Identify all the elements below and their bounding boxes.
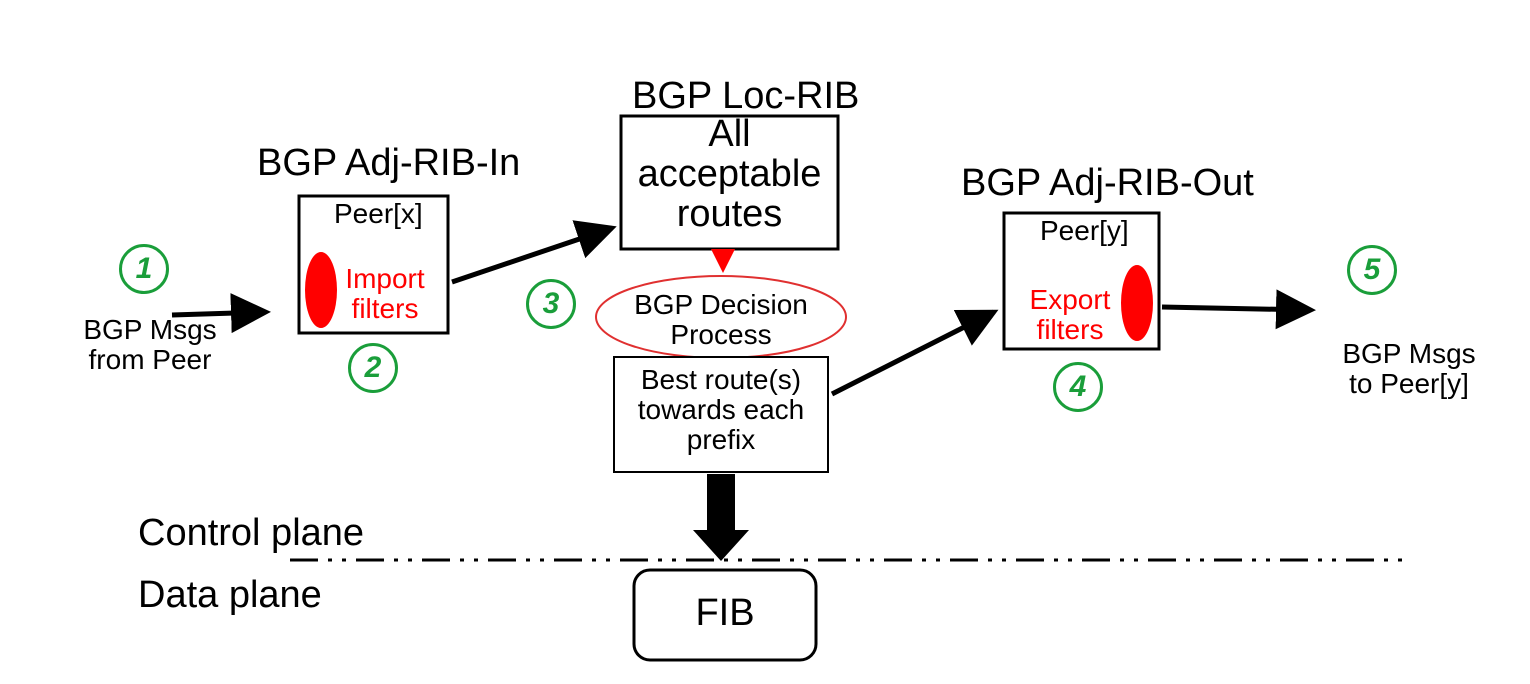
fib-label: FIB <box>695 592 755 634</box>
adj-rib-in-title: BGP Adj-RIB-In <box>257 142 521 184</box>
loc-rib-line2: acceptable <box>637 153 822 195</box>
arrow-best-routes-to-adj-rib-out <box>830 309 999 397</box>
step-badge-1: 1 <box>119 244 169 294</box>
adj-rib-out-title: BGP Adj-RIB-Out <box>961 162 1254 204</box>
step-badge-4: 4 <box>1053 362 1103 412</box>
msgs-in-line2: from Peer <box>88 344 212 375</box>
arrow-peer-to-adj-rib-in <box>171 293 271 334</box>
arrow-adj-rib-out-to-peer <box>1161 289 1316 330</box>
fib-box <box>632 568 818 662</box>
arrow-best-routes-to-fib <box>693 474 749 561</box>
adj-rib-in-peer-label: Peer[x] <box>334 198 423 229</box>
loc-rib-line3: routes <box>676 193 783 235</box>
msgs-in-line1: BGP Msgs <box>83 314 217 345</box>
best-routes-line3: prefix <box>686 424 756 455</box>
control-plane-label: Control plane <box>138 512 365 554</box>
msgs-out-line1: BGP Msgs <box>1342 338 1476 369</box>
adj-rib-out-peer-label: Peer[y] <box>1040 215 1129 246</box>
step-badge-2: 2 <box>348 343 398 393</box>
data-plane-label: Data plane <box>138 574 322 616</box>
import-filters-line1: Import <box>345 263 425 294</box>
msgs-from-peer-label: BGP Msgs from Peer <box>68 315 232 375</box>
best-routes-line1: Best route(s) <box>640 364 802 395</box>
export-filter-marker <box>1121 265 1153 341</box>
arrow-adj-rib-in-to-loc-rib <box>451 220 617 285</box>
export-filters-line2: filters <box>1036 314 1104 345</box>
best-routes-label: Best route(s) towards each prefix <box>614 365 828 455</box>
best-routes-box <box>613 356 829 473</box>
loc-rib-title: BGP Loc-RIB <box>632 75 860 117</box>
msgs-out-line2: to Peer[y] <box>1349 368 1469 399</box>
import-filters-line2: filters <box>351 293 419 324</box>
decision-process-label: BGP Decision Process <box>596 290 846 350</box>
import-filters-label: Import filters <box>338 264 432 324</box>
step-badge-3: 3 <box>526 279 576 329</box>
loc-rib-content: All acceptable routes <box>621 114 838 234</box>
decision-line1: BGP Decision <box>634 289 808 320</box>
best-routes-line2: towards each <box>637 394 805 425</box>
loc-rib-line1: All <box>708 113 751 155</box>
export-filters-line1: Export <box>1029 284 1111 315</box>
msgs-to-peer-label: BGP Msgs to Peer[y] <box>1325 339 1493 399</box>
export-filters-label: Export filters <box>1020 285 1120 345</box>
step-badge-5: 5 <box>1347 245 1397 295</box>
import-filter-marker <box>305 252 337 328</box>
decision-line2: Process <box>670 319 772 350</box>
